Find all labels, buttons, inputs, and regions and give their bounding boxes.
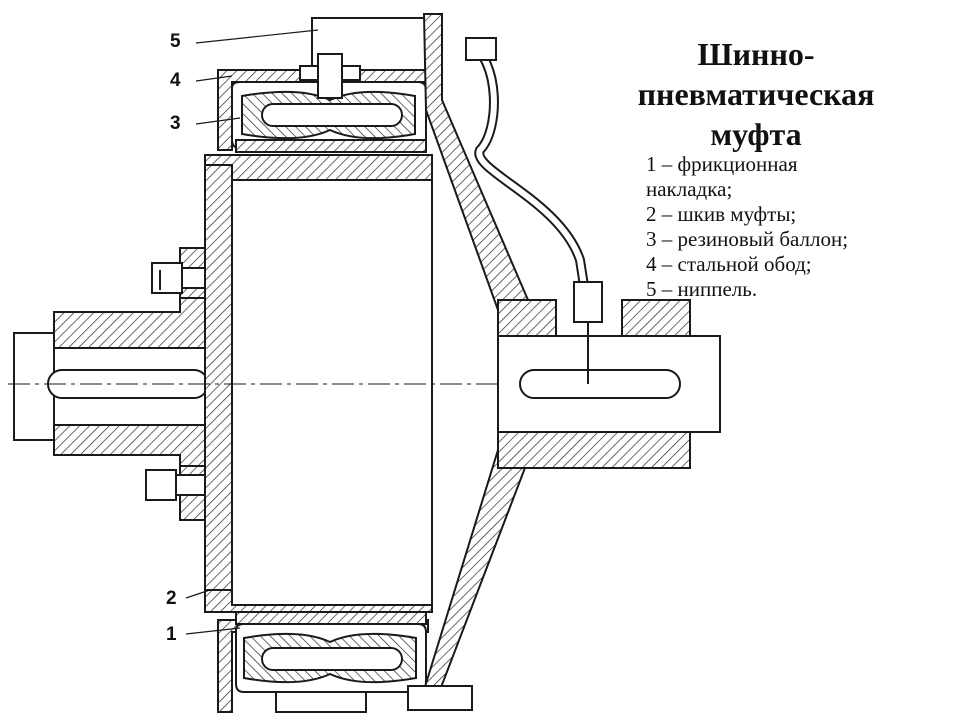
- legend-item: 1 – фрикционная: [646, 152, 798, 176]
- right-hub-lower: [497, 431, 691, 469]
- callout-5: 5: [170, 31, 181, 52]
- legend-item: 5 – ниппель.: [646, 277, 758, 301]
- rubber-balloon-lower: [235, 623, 427, 693]
- bottom-fitting: [407, 685, 473, 711]
- legend-item: 4 – стальной обод;: [646, 252, 812, 276]
- right-shaft-keyway: [519, 369, 681, 399]
- callout-4: 4: [170, 70, 181, 91]
- left-hub-lower: [53, 424, 215, 467]
- friction-lining-lower: [235, 611, 427, 625]
- pulley-left-wall: [204, 164, 233, 596]
- rubber-balloon-upper: [231, 81, 427, 149]
- legend-item: 2 – шкив муфты;: [646, 202, 797, 226]
- callout-2: 2: [166, 588, 177, 609]
- right-disc-lower: [422, 448, 530, 691]
- leader-3: [195, 117, 241, 125]
- legend: 1 – фрикционная накладка; 2 – шкив муфты…: [646, 152, 946, 302]
- callout-1: 1: [166, 624, 177, 645]
- page-title: Шинно- пневматическая муфта: [610, 34, 902, 154]
- leader-5: [195, 29, 319, 44]
- title-line-2: пневматическая: [637, 76, 875, 112]
- legend-item: 3 – резиновый баллон;: [646, 227, 849, 251]
- title-line-1: Шинно-: [697, 36, 815, 72]
- pulley-drum-body: [231, 179, 433, 606]
- leader-4: [195, 75, 233, 82]
- bottom-bolts: [275, 691, 367, 713]
- pipe-fitting-top: [465, 37, 497, 61]
- nipple-top: [299, 17, 431, 99]
- title-line-3: муфта: [710, 116, 802, 152]
- legend-item: накладка;: [646, 177, 733, 201]
- pulley-top-wall: [204, 154, 433, 181]
- left-hub-upper: [53, 297, 215, 349]
- friction-lining-upper: [235, 139, 427, 153]
- callout-3: 3: [170, 113, 181, 134]
- pipe-valve: [573, 281, 603, 323]
- leader-1: [185, 627, 241, 635]
- leader-2: [185, 589, 211, 599]
